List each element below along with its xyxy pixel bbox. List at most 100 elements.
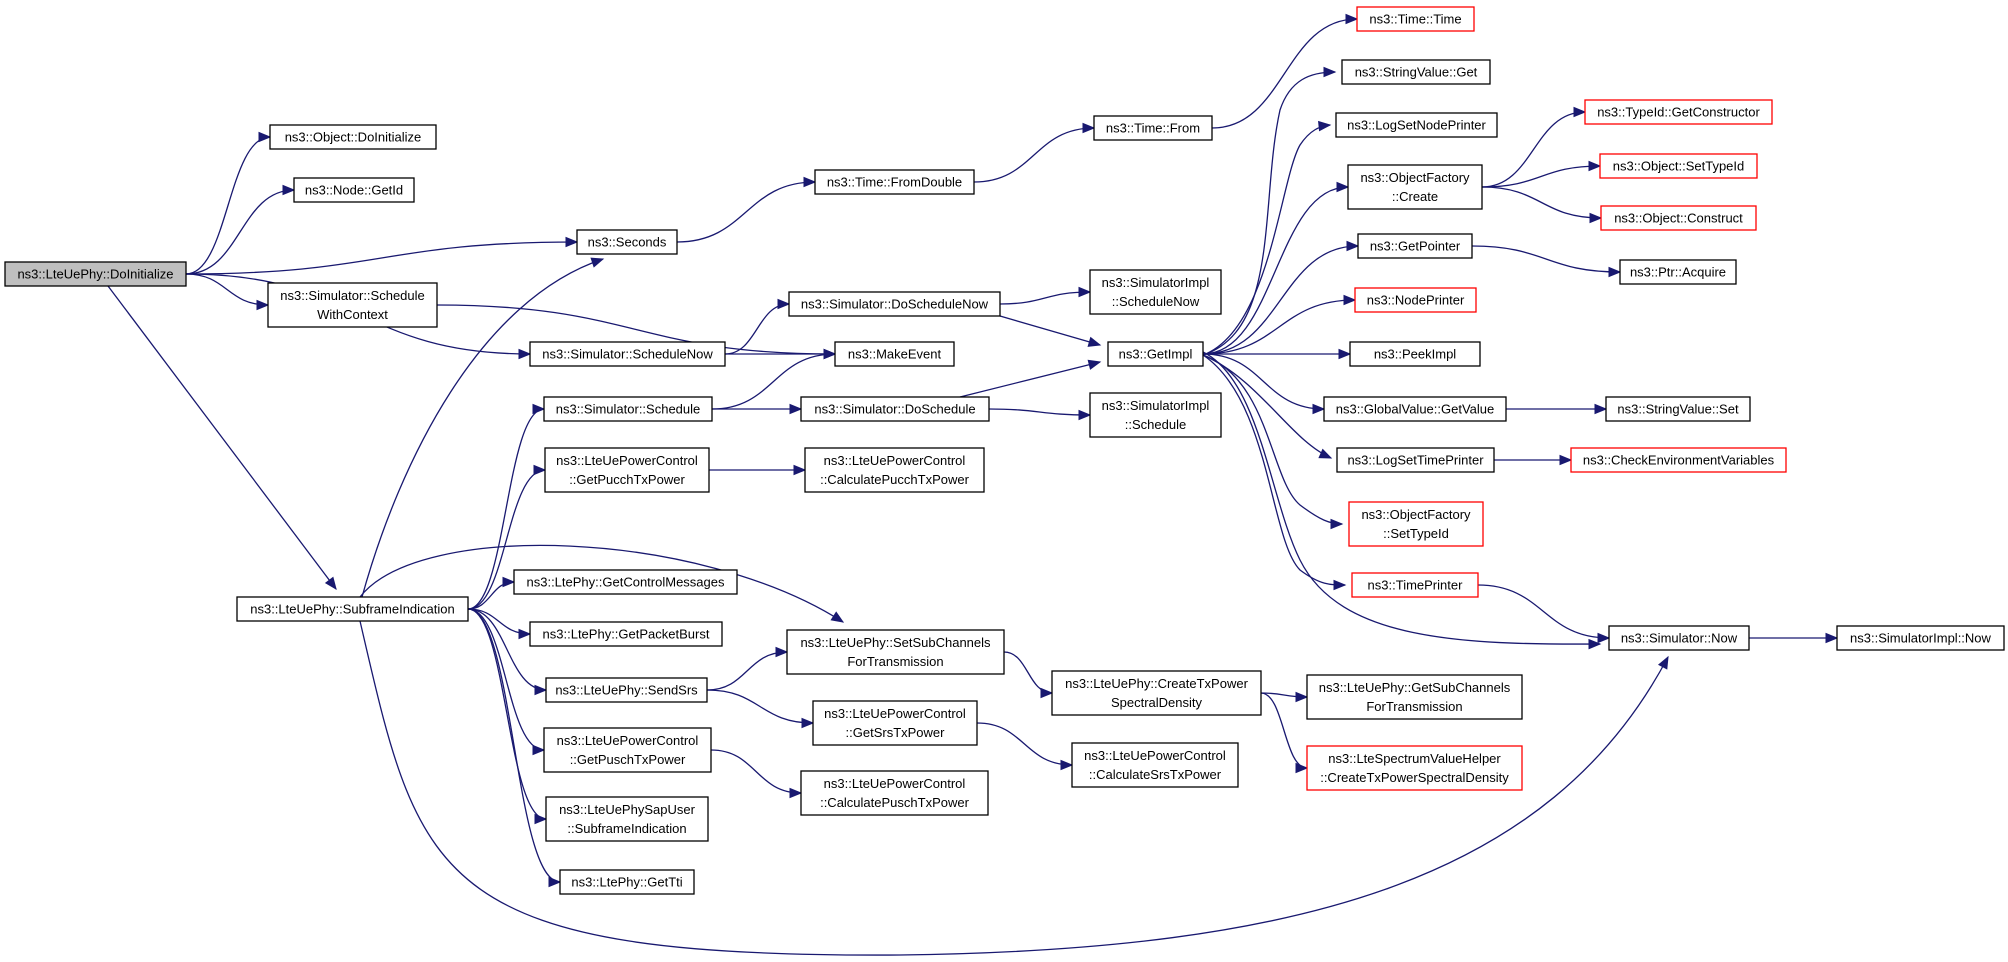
function-node[interactable]: ns3::LteUePhy::SendSrs bbox=[545, 677, 708, 703]
function-node[interactable]: ns3::Simulator::Now bbox=[1608, 625, 1750, 651]
node-box[interactable] bbox=[804, 447, 985, 493]
function-node[interactable]: ns3::CheckEnvironmentVariables bbox=[1570, 447, 1787, 473]
node-box[interactable] bbox=[269, 124, 437, 150]
function-node[interactable]: ns3::LogSetTimePrinter bbox=[1336, 447, 1495, 473]
function-node[interactable]: ns3::TimePrinter bbox=[1351, 572, 1479, 598]
function-node[interactable]: ns3::StringValue::Get bbox=[1341, 59, 1491, 85]
node-box[interactable] bbox=[1347, 164, 1483, 210]
function-node[interactable]: ns3::LteUePowerControl::CalculateSrsTxPo… bbox=[1071, 742, 1239, 788]
function-node[interactable]: ns3::LtePhy::GetPacketBurst bbox=[529, 621, 723, 647]
node-box[interactable] bbox=[812, 700, 978, 746]
node-box[interactable] bbox=[544, 447, 710, 493]
function-node[interactable]: ns3::LteUePhy::DoInitialize bbox=[4, 261, 187, 287]
function-node[interactable]: ns3::LogSetNodePrinter bbox=[1335, 112, 1498, 138]
function-node[interactable]: ns3::LteUePowerControl::CalculatePuschTx… bbox=[800, 770, 989, 816]
node-box[interactable] bbox=[1619, 259, 1737, 285]
node-box[interactable] bbox=[529, 341, 726, 367]
function-node[interactable]: ns3::TypeId::GetConstructor bbox=[1584, 99, 1773, 125]
node-box[interactable] bbox=[4, 261, 187, 287]
node-box[interactable] bbox=[1089, 392, 1222, 438]
function-node[interactable]: ns3::SimulatorImpl::ScheduleNow bbox=[1089, 269, 1222, 315]
function-node[interactable]: ns3::Time::From bbox=[1093, 115, 1213, 141]
node-box[interactable] bbox=[1051, 670, 1262, 716]
function-node[interactable]: ns3::MakeEvent bbox=[834, 341, 955, 367]
node-box[interactable] bbox=[800, 396, 990, 422]
node-box[interactable] bbox=[1306, 674, 1523, 720]
node-box[interactable] bbox=[1351, 572, 1479, 598]
node-box[interactable] bbox=[236, 596, 469, 622]
node-box[interactable] bbox=[1608, 625, 1750, 651]
node-box[interactable] bbox=[267, 282, 438, 328]
node-box[interactable] bbox=[543, 727, 712, 773]
node-box[interactable] bbox=[1071, 742, 1239, 788]
node-box[interactable] bbox=[1600, 205, 1757, 231]
node-box[interactable] bbox=[1349, 341, 1481, 367]
node-box[interactable] bbox=[834, 341, 955, 367]
node-box[interactable] bbox=[788, 291, 1001, 317]
node-box[interactable] bbox=[1336, 447, 1495, 473]
function-node[interactable]: ns3::Object::Construct bbox=[1600, 205, 1757, 231]
node-box[interactable] bbox=[513, 569, 738, 595]
function-node[interactable]: ns3::NodePrinter bbox=[1354, 287, 1477, 313]
function-node[interactable]: ns3::GetPointer bbox=[1357, 233, 1473, 259]
node-box[interactable] bbox=[1584, 99, 1773, 125]
function-node[interactable]: ns3::SimulatorImpl::Now bbox=[1836, 625, 2005, 651]
function-node[interactable]: ns3::LteSpectrumValueHelper::CreateTxPow… bbox=[1306, 745, 1523, 791]
function-node[interactable]: ns3::LteUePhy::CreateTxPowerSpectralDens… bbox=[1051, 670, 1262, 716]
node-box[interactable] bbox=[545, 677, 708, 703]
function-node[interactable]: ns3::ObjectFactory::SetTypeId bbox=[1348, 501, 1484, 547]
function-node[interactable]: ns3::Simulator::Schedule bbox=[543, 396, 713, 422]
node-box[interactable] bbox=[1836, 625, 2005, 651]
node-box[interactable] bbox=[1306, 745, 1523, 791]
function-node[interactable]: ns3::LtePhy::GetControlMessages bbox=[513, 569, 738, 595]
node-box[interactable] bbox=[800, 770, 989, 816]
node-box[interactable] bbox=[1348, 501, 1484, 547]
function-node[interactable]: ns3::StringValue::Set bbox=[1605, 396, 1751, 422]
node-box[interactable] bbox=[529, 621, 723, 647]
node-box[interactable] bbox=[293, 177, 415, 203]
function-node[interactable]: ns3::Ptr::Acquire bbox=[1619, 259, 1737, 285]
function-node[interactable]: ns3::LteUePowerControl::GetPucchTxPower bbox=[544, 447, 710, 493]
node-box[interactable] bbox=[1093, 115, 1213, 141]
function-node[interactable]: ns3::GlobalValue::GetValue bbox=[1323, 396, 1507, 422]
node-box[interactable] bbox=[1599, 153, 1758, 179]
node-box[interactable] bbox=[1356, 6, 1475, 32]
function-node[interactable]: ns3::Time::Time bbox=[1356, 6, 1475, 32]
node-box[interactable] bbox=[545, 796, 709, 842]
node-box[interactable] bbox=[1341, 59, 1491, 85]
node-box[interactable] bbox=[576, 229, 678, 255]
function-node[interactable]: ns3::LteUePhy::SetSubChannelsForTransmis… bbox=[786, 629, 1005, 675]
function-node[interactable]: ns3::ObjectFactory::Create bbox=[1347, 164, 1483, 210]
function-node[interactable]: ns3::LteUePhy::GetSubChannelsForTransmis… bbox=[1306, 674, 1523, 720]
function-node[interactable]: ns3::LteUePhySapUser::SubframeIndication bbox=[545, 796, 709, 842]
node-box[interactable] bbox=[1570, 447, 1787, 473]
node-box[interactable] bbox=[1107, 341, 1204, 367]
function-node[interactable]: ns3::SimulatorImpl::Schedule bbox=[1089, 392, 1222, 438]
function-node[interactable]: ns3::Simulator::DoScheduleNow bbox=[788, 291, 1001, 317]
node-box[interactable] bbox=[786, 629, 1005, 675]
function-node[interactable]: ns3::Object::SetTypeId bbox=[1599, 153, 1758, 179]
function-node[interactable]: ns3::GetImpl bbox=[1107, 341, 1204, 367]
function-node[interactable]: ns3::Time::FromDouble bbox=[814, 169, 975, 195]
function-node[interactable]: ns3::Simulator::ScheduleNow bbox=[529, 341, 726, 367]
node-box[interactable] bbox=[543, 396, 713, 422]
node-box[interactable] bbox=[1089, 269, 1222, 315]
function-node[interactable]: ns3::LteUePowerControl::CalculatePucchTx… bbox=[804, 447, 985, 493]
node-box[interactable] bbox=[1605, 396, 1751, 422]
function-node[interactable]: ns3::PeekImpl bbox=[1349, 341, 1481, 367]
node-box[interactable] bbox=[559, 869, 695, 895]
function-node[interactable]: ns3::Seconds bbox=[576, 229, 678, 255]
node-box[interactable] bbox=[1354, 287, 1477, 313]
function-node[interactable]: ns3::Simulator::DoSchedule bbox=[800, 396, 990, 422]
node-box[interactable] bbox=[1323, 396, 1507, 422]
function-node[interactable]: ns3::LtePhy::GetTti bbox=[559, 869, 695, 895]
node-box[interactable] bbox=[1335, 112, 1498, 138]
function-node[interactable]: ns3::Object::DoInitialize bbox=[269, 124, 437, 150]
function-node[interactable]: ns3::LteUePhy::SubframeIndication bbox=[236, 596, 469, 622]
function-node[interactable]: ns3::LteUePowerControl::GetSrsTxPower bbox=[812, 700, 978, 746]
function-node[interactable]: ns3::LteUePowerControl::GetPuschTxPower bbox=[543, 727, 712, 773]
node-box[interactable] bbox=[1357, 233, 1473, 259]
function-node[interactable]: ns3::Node::GetId bbox=[293, 177, 415, 203]
node-box[interactable] bbox=[814, 169, 975, 195]
